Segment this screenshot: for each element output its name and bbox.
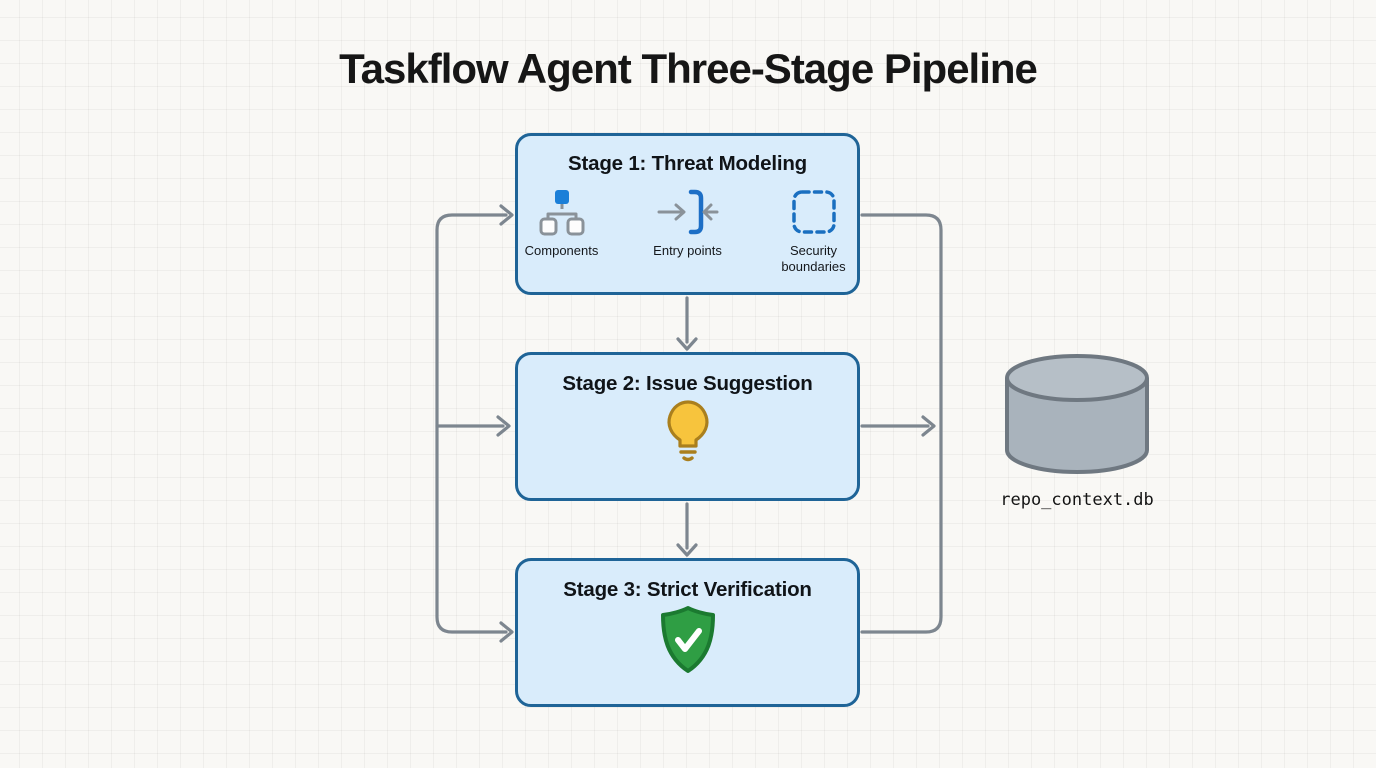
arrowhead-left-stage1 (499, 204, 514, 226)
components-label: Components (524, 243, 599, 258)
security-boundaries-icon (789, 186, 839, 238)
entry-points-icon (657, 186, 719, 238)
arrowhead-stage2-right (921, 415, 936, 437)
diagram-title: Taskflow Agent Three-Stage Pipeline (339, 45, 1038, 92)
security-boundaries-label: Security boundaries (781, 243, 846, 274)
stage-1-icon-row: Components Entry points (514, 186, 862, 274)
stage-1-item-entry-points: Entry points (640, 186, 736, 259)
right-bracket-line (860, 213, 943, 634)
stage-1-box: Stage 1: Threat Modeling Components (515, 133, 860, 295)
arrowhead-left-stage3 (499, 621, 514, 643)
entry-points-label: Entry points (653, 243, 722, 258)
arrowhead-left-stage2 (496, 415, 511, 437)
left-bracket-line (435, 213, 508, 634)
stage-1-item-security-boundaries: Security boundaries (766, 186, 862, 274)
stage-1-title: Stage 1: Threat Modeling (568, 152, 807, 175)
shield-check-icon (657, 605, 719, 680)
arrowhead-stage2-to-stage3 (676, 543, 698, 557)
stage-2-box: Stage 2: Issue Suggestion (515, 352, 860, 501)
stage-1-item-components: Components (514, 186, 610, 259)
stage-3-title: Stage 3: Strict Verification (563, 578, 812, 601)
database-label: repo_context.db (1000, 490, 1154, 510)
components-icon (538, 186, 586, 238)
database-cylinder-icon (1002, 352, 1152, 483)
stage-3-box: Stage 3: Strict Verification (515, 558, 860, 707)
lightbulb-icon (661, 399, 715, 470)
arrowhead-stage1-to-stage2 (676, 337, 698, 351)
stage-2-title: Stage 2: Issue Suggestion (562, 372, 813, 395)
database-group: repo_context.db (1000, 352, 1154, 510)
